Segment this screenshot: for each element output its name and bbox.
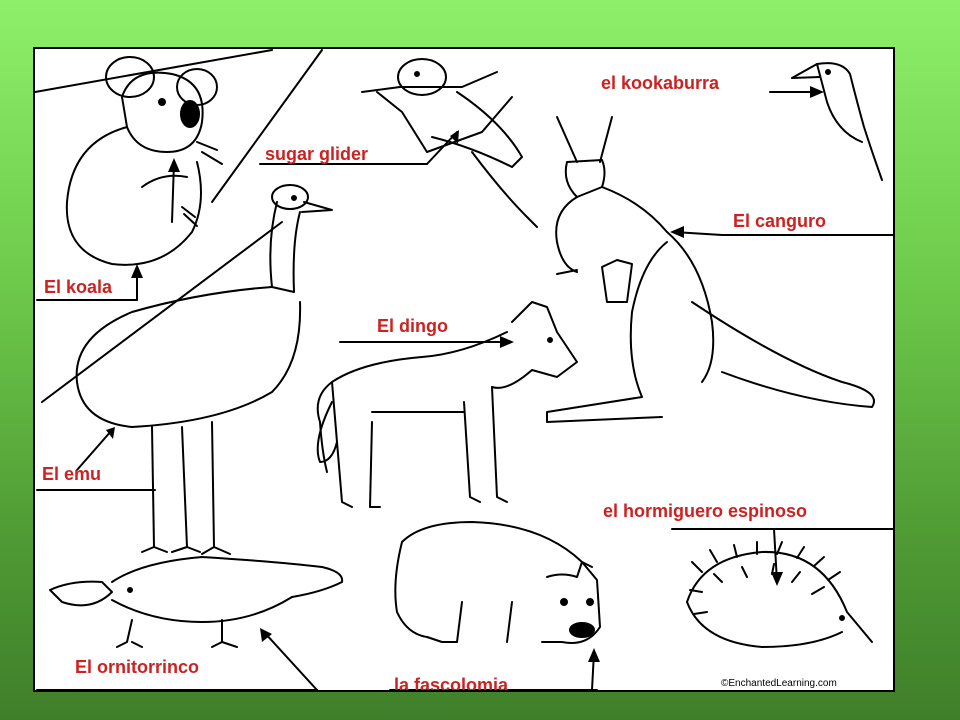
branch-line-koala <box>211 49 323 203</box>
illustration-panel: el kookaburra sugar glider El canguro El… <box>33 47 895 692</box>
label-ornitorrinco: El ornitorrinco <box>75 657 200 677</box>
label-dingo: El dingo <box>377 316 448 336</box>
label-emu: El emu <box>42 464 102 484</box>
dingo-drawing <box>316 301 578 508</box>
echidna-drawing <box>686 541 873 648</box>
label-canguro: El canguro <box>733 211 827 231</box>
platypus-drawing <box>49 556 344 648</box>
label-fascolomia: la fascolomia <box>394 675 509 692</box>
copyright-credit: ©EnchantedLearning.com <box>721 678 837 689</box>
arrow-ornitorrinco <box>263 631 318 690</box>
emu-drawing <box>75 184 333 555</box>
animal-drawing <box>35 49 893 690</box>
label-koala: El koala <box>44 277 113 297</box>
kookaburra-drawing <box>791 62 883 181</box>
arrow-emu <box>76 429 113 471</box>
kangaroo-drawing <box>546 116 875 423</box>
label-kookaburra: el kookaburra <box>601 73 720 93</box>
label-sugar-glider: sugar glider <box>265 144 369 164</box>
label-hormiguero: el hormiguero espinoso <box>603 501 808 521</box>
branch-line-emu <box>41 221 283 403</box>
koala-drawing <box>65 56 223 266</box>
wombat-drawing <box>394 521 601 644</box>
sugar-glider-drawing <box>361 58 538 228</box>
